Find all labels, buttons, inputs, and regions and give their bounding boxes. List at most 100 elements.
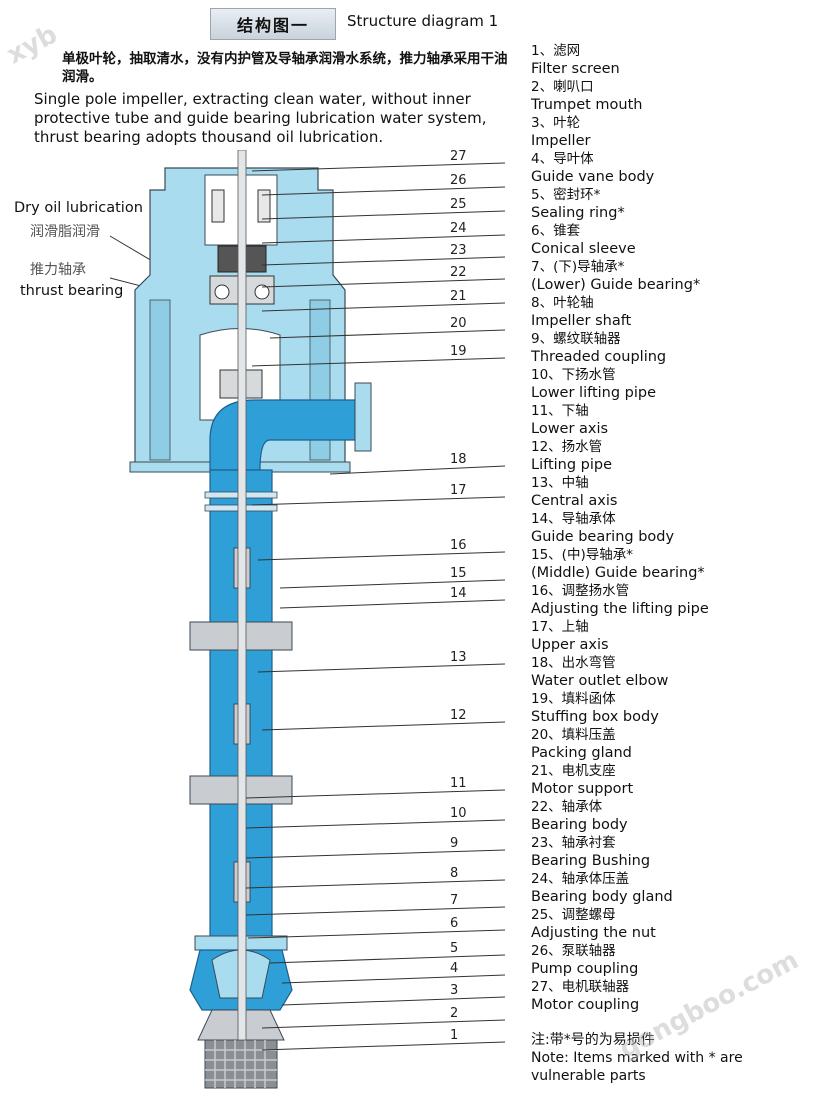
callout-leader-12 bbox=[261, 721, 506, 731]
callout-number-21: 21 bbox=[450, 289, 467, 304]
legend-item-zh: 6、锥套 bbox=[531, 223, 581, 239]
callout-leader-22 bbox=[261, 278, 506, 288]
legend-item-zh: 19、填料函体 bbox=[531, 691, 616, 707]
legend-item-zh: 20、填料压盖 bbox=[531, 727, 616, 743]
legend-item: 12、扬水管 Lifting pipe bbox=[531, 438, 811, 474]
legend-item: 7、(下)导轴承*(Lower) Guide bearing* bbox=[531, 258, 811, 294]
legend-item-zh: 16、调整扬水管 bbox=[531, 583, 630, 599]
callout-number-15: 15 bbox=[450, 566, 467, 581]
callout-number-13: 13 bbox=[450, 650, 467, 665]
callout-leader-27 bbox=[251, 162, 506, 172]
note-en: Note: Items marked with * are vulnerable… bbox=[531, 1050, 743, 1084]
callout-number-2: 2 bbox=[450, 1006, 458, 1021]
legend-item-en: Bearing Bushing bbox=[531, 853, 651, 869]
legend-item: 26、泵联轴器 Pump coupling bbox=[531, 942, 811, 978]
callout-leader-14 bbox=[279, 599, 506, 609]
legend-item-en: Water outlet elbow bbox=[531, 673, 669, 689]
diagram-title-en: Structure diagram 1 bbox=[347, 12, 499, 30]
legend-item-en: Pump coupling bbox=[531, 961, 639, 977]
callout-leader-3 bbox=[281, 996, 506, 1006]
callout-number-1: 1 bbox=[450, 1028, 458, 1043]
callout-leader-17 bbox=[251, 496, 506, 506]
legend-item-zh: 4、导叶体 bbox=[531, 151, 594, 167]
legend-item-en: Impeller bbox=[531, 133, 591, 149]
legend-item-en: Bearing body gland bbox=[531, 889, 673, 905]
callout-number-11: 11 bbox=[450, 776, 467, 791]
watermark-left: xyb bbox=[2, 19, 63, 71]
legend-item-zh: 12、扬水管 bbox=[531, 439, 603, 455]
legend-item-en: Lifting pipe bbox=[531, 457, 613, 473]
legend-item-zh: 1、滤网 bbox=[531, 43, 581, 59]
callout-leader-20 bbox=[269, 329, 506, 339]
legend-item-en: Guide bearing body bbox=[531, 529, 675, 545]
note-zh: 注:带*号的为易损件 bbox=[531, 1032, 655, 1048]
callout-group: 2726252423222120191817161514131211109876… bbox=[245, 150, 506, 1051]
legend-item-en: Upper axis bbox=[531, 637, 609, 653]
legend-item-zh: 9、螺纹联轴器 bbox=[531, 331, 621, 347]
callout-number-26: 26 bbox=[450, 173, 467, 188]
legend-item: 15、(中)导轴承*(Middle) Guide bearing* bbox=[531, 546, 811, 582]
legend-item-zh: 18、出水弯管 bbox=[531, 655, 616, 671]
callout-number-8: 8 bbox=[450, 866, 458, 881]
callout-leader-5 bbox=[269, 954, 506, 964]
callout-number-22: 22 bbox=[450, 265, 467, 280]
callout-leader-9 bbox=[245, 849, 506, 859]
callout-number-10: 10 bbox=[450, 806, 467, 821]
callout-leader-7 bbox=[245, 906, 506, 916]
legend-item-en: Packing gland bbox=[531, 745, 632, 761]
legend-item-zh: 13、中轴 bbox=[531, 475, 589, 491]
callout-number-16: 16 bbox=[450, 538, 467, 553]
filter-screen bbox=[204, 1039, 278, 1089]
legend-item-zh: 7、(下)导轴承* bbox=[531, 259, 625, 275]
legend-item-zh: 22、轴承体 bbox=[531, 799, 603, 815]
legend-item-en: Impeller shaft bbox=[531, 313, 632, 329]
callout-leader-10 bbox=[245, 819, 506, 829]
legend-item: 20、填料压盖 Packing gland bbox=[531, 726, 811, 762]
legend-item-en: Filter screen bbox=[531, 61, 620, 77]
legend-item-en: Adjusting the nut bbox=[531, 925, 656, 941]
legend-item: 2、喇叭口 Trumpet mouth bbox=[531, 78, 811, 114]
legend-item-en: Adjusting the lifting pipe bbox=[531, 601, 709, 617]
legend-item-zh: 3、叶轮 bbox=[531, 115, 581, 131]
legend-item-en: Motor support bbox=[531, 781, 634, 797]
dry-oil-label-en: Dry oil lubrication bbox=[14, 200, 143, 216]
callout-leader-15 bbox=[279, 579, 506, 589]
callout-leader-26 bbox=[261, 186, 506, 196]
legend-item: 18、出水弯管 Water outlet elbow bbox=[531, 654, 811, 690]
callout-number-5: 5 bbox=[450, 941, 458, 956]
legend-item-zh: 26、泵联轴器 bbox=[531, 943, 616, 959]
callout-number-18: 18 bbox=[450, 452, 467, 467]
callout-number-25: 25 bbox=[450, 197, 467, 212]
callout-number-27: 27 bbox=[450, 150, 467, 164]
diagram-title-zh: 结构图一 bbox=[210, 8, 336, 40]
legend-item-en: Conical sleeve bbox=[531, 241, 636, 257]
legend-item-zh: 10、下扬水管 bbox=[531, 367, 616, 383]
pump-structure-diagram: 2726252423222120191817161514131211109876… bbox=[109, 150, 506, 1089]
callout-leader-2 bbox=[261, 1019, 506, 1029]
callout-leader-6 bbox=[247, 929, 506, 939]
legend-item: 6、锥套 Conical sleeve bbox=[531, 222, 811, 258]
callout-number-4: 4 bbox=[450, 961, 458, 976]
legend-item-en: Trumpet mouth bbox=[531, 97, 643, 113]
callout-number-17: 17 bbox=[450, 483, 467, 498]
legend-item: 25、调整螺母 Adjusting the nut bbox=[531, 906, 811, 942]
legend-item-zh: 11、下轴 bbox=[531, 403, 589, 419]
thrust-bearing-label-en: thrust bearing bbox=[20, 283, 124, 299]
callout-number-3: 3 bbox=[450, 983, 458, 998]
legend-item: 16、调整扬水管 Adjusting the lifting pipe bbox=[531, 582, 811, 618]
callout-leader-19 bbox=[251, 357, 506, 367]
callout-number-6: 6 bbox=[450, 916, 458, 931]
vulnerable-parts-note: 注:带*号的为易损件 Note: Items marked with * are… bbox=[531, 1031, 811, 1085]
legend-item-zh: 25、调整螺母 bbox=[531, 907, 616, 923]
legend-item-zh: 2、喇叭口 bbox=[531, 79, 594, 95]
callout-number-9: 9 bbox=[450, 836, 458, 851]
legend-item: 1、滤网 Filter screen bbox=[531, 42, 811, 78]
